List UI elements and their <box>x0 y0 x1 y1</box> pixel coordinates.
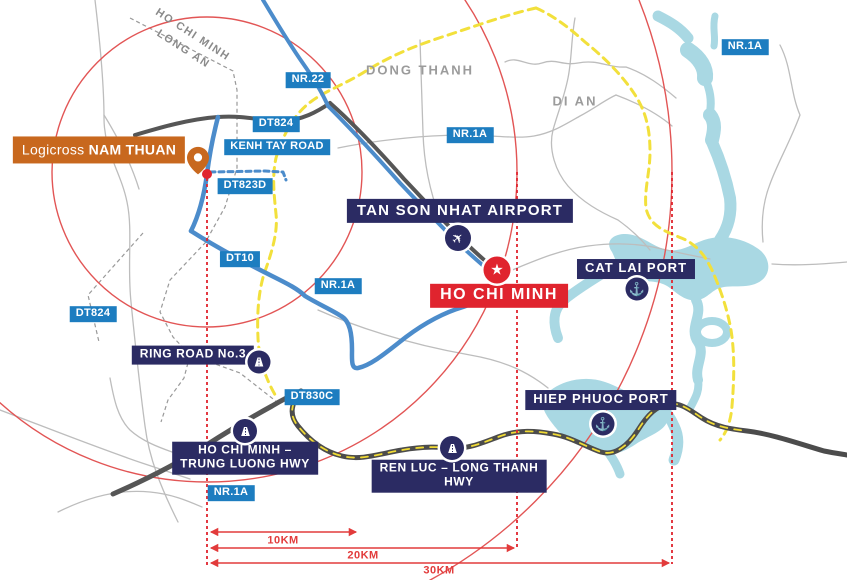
road-label-nr22: NR.22 <box>285 72 331 88</box>
road-label-dt824-top: DT824 <box>252 116 300 132</box>
district-boundary <box>87 232 144 343</box>
minor-road <box>761 44 801 243</box>
road-trung-luong-hwy <box>110 388 304 497</box>
road-label-nr1a-center: NR.1A <box>446 127 494 143</box>
ren-luc-line1: REN LUC – LONG THANH <box>379 460 539 475</box>
road-label-dt823d: DT823D <box>217 178 273 194</box>
district-boundary <box>129 17 238 423</box>
area-label-dong-thanh: DONG THANH <box>365 62 475 78</box>
airplane-icon: ✈ <box>448 227 468 248</box>
project-label: Logicross NAM THUAN <box>12 136 186 164</box>
road-dt824 <box>133 101 332 137</box>
road-label-dt824-left: DT824 <box>69 306 117 322</box>
river-segment <box>710 12 719 50</box>
city-label: HO CHI MINH <box>430 283 568 309</box>
distance-label-10km: 10KM <box>267 534 299 547</box>
anchor-icon: ⚓ <box>628 281 646 296</box>
river-segment <box>652 10 694 44</box>
ring-road-badge <box>247 350 271 374</box>
airport-badge: ✈ <box>445 225 471 251</box>
distance-label-30km: 30KM <box>423 564 455 577</box>
highway-icon <box>240 426 250 436</box>
ren-luc-line2: HWY <box>444 474 474 489</box>
ring-road-label: RING ROAD No.3 <box>131 345 255 365</box>
city-boundary <box>256 6 736 442</box>
minor-road <box>550 17 651 251</box>
trung-luong-line1: HO CHI MINH – <box>198 442 292 457</box>
minor-road <box>57 490 203 513</box>
road-label-nr1a-topright: NR.1A <box>721 39 769 55</box>
minor-road <box>504 59 677 99</box>
minor-road <box>771 261 847 266</box>
province-boundary-label: HO CHI MINH LONG AN <box>143 5 233 80</box>
cat-lai-port-label: CAT LAI PORT <box>576 259 696 279</box>
distance-label-20km: 20KM <box>347 549 379 562</box>
city-badge: ★ <box>483 256 511 284</box>
anchor-icon: ⚓ <box>594 416 612 431</box>
river-segment <box>706 136 737 246</box>
minor-road <box>504 243 711 274</box>
airport-label: TAN SON NHAT AIRPORT <box>346 198 574 224</box>
project-location-dot <box>202 169 212 179</box>
minor-road <box>337 94 617 149</box>
project-brand: Logicross <box>21 141 85 158</box>
road-label-dt830c: DT830C <box>284 389 340 405</box>
area-label-di-an: DI AN <box>552 93 598 109</box>
ren-luc-badge <box>440 436 464 460</box>
trung-luong-line2: TRUNG LUONG HWY <box>180 456 310 471</box>
road-label-dt10: DT10 <box>219 251 261 267</box>
road-dt823d <box>208 169 288 182</box>
minor-road <box>0 409 191 480</box>
minor-road <box>109 377 173 453</box>
road-label-nr1a-mid: NR.1A <box>314 278 362 294</box>
road-label-nr1a-bottom: NR.1A <box>207 485 255 501</box>
river-segment <box>595 435 625 479</box>
minor-road <box>615 94 673 127</box>
minor-road <box>94 0 179 523</box>
city-boundary-west <box>256 6 538 400</box>
radius-10km-circle <box>51 16 363 328</box>
minor-road <box>317 309 549 389</box>
city-boundary-east <box>534 6 736 442</box>
project-name: NAM THUAN <box>88 141 177 158</box>
trung-luong-badge <box>233 419 257 443</box>
location-pin-icon <box>187 146 209 180</box>
highway-icon <box>447 443 457 453</box>
star-icon: ★ <box>490 261 504 278</box>
hiep-phuoc-port-label: HIEP PHUOC PORT <box>525 390 677 410</box>
road-label-kenh-tay: KENH TAY ROAD <box>224 139 330 155</box>
hiep-phuoc-badge: ⚓ <box>591 412 615 436</box>
river-segment <box>686 376 703 412</box>
river-loop <box>693 317 731 347</box>
highway-icon <box>254 357 264 367</box>
minor-roads <box>0 0 847 523</box>
minor-road <box>419 39 441 219</box>
ren-luc-hwy-label: REN LUC – LONG THANH HWY <box>371 459 547 493</box>
cat-lai-badge: ⚓ <box>625 277 649 301</box>
trung-luong-hwy-label: HO CHI MINH – TRUNG LUONG HWY <box>172 441 318 475</box>
